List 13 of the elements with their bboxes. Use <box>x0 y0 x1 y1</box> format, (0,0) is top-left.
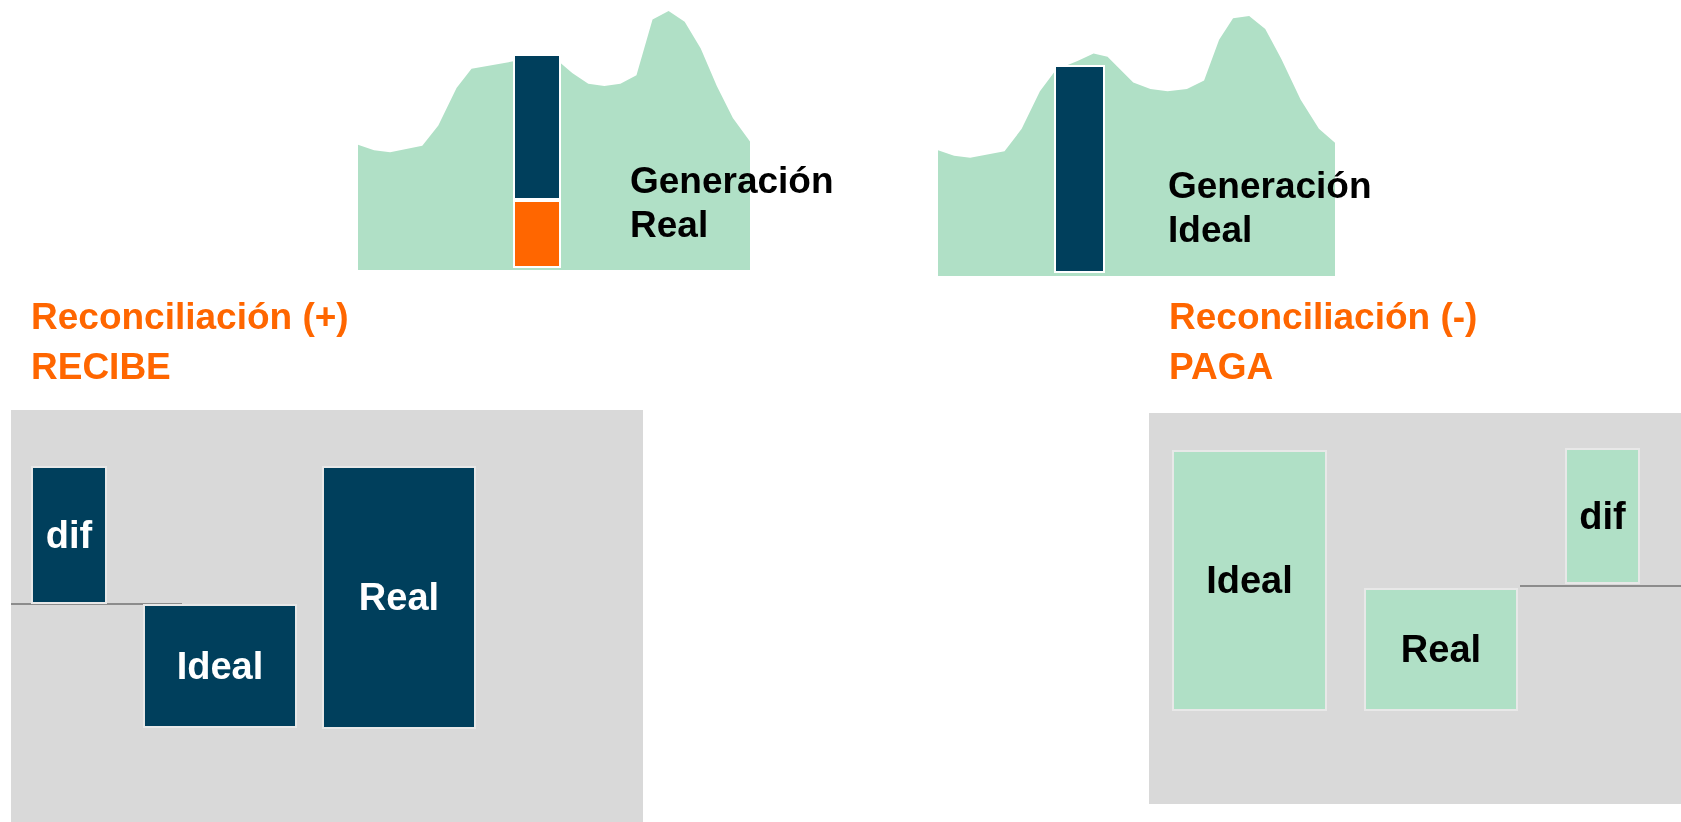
bar <box>513 200 561 268</box>
value-box: Real <box>322 466 476 729</box>
area-label: Generación Ideal <box>1168 164 1373 252</box>
area-label: Generación Real <box>630 159 835 247</box>
value-box: Ideal <box>1172 450 1327 711</box>
value-box: Real <box>1364 588 1518 711</box>
heading: Reconciliación (-) PAGA <box>1169 295 1479 389</box>
value-box: dif <box>1565 448 1640 584</box>
bar <box>1054 65 1105 273</box>
value-box: dif <box>31 466 107 604</box>
bar <box>513 54 561 200</box>
value-box: Ideal <box>143 604 297 728</box>
heading: Reconciliación (+) RECIBE <box>31 295 350 389</box>
